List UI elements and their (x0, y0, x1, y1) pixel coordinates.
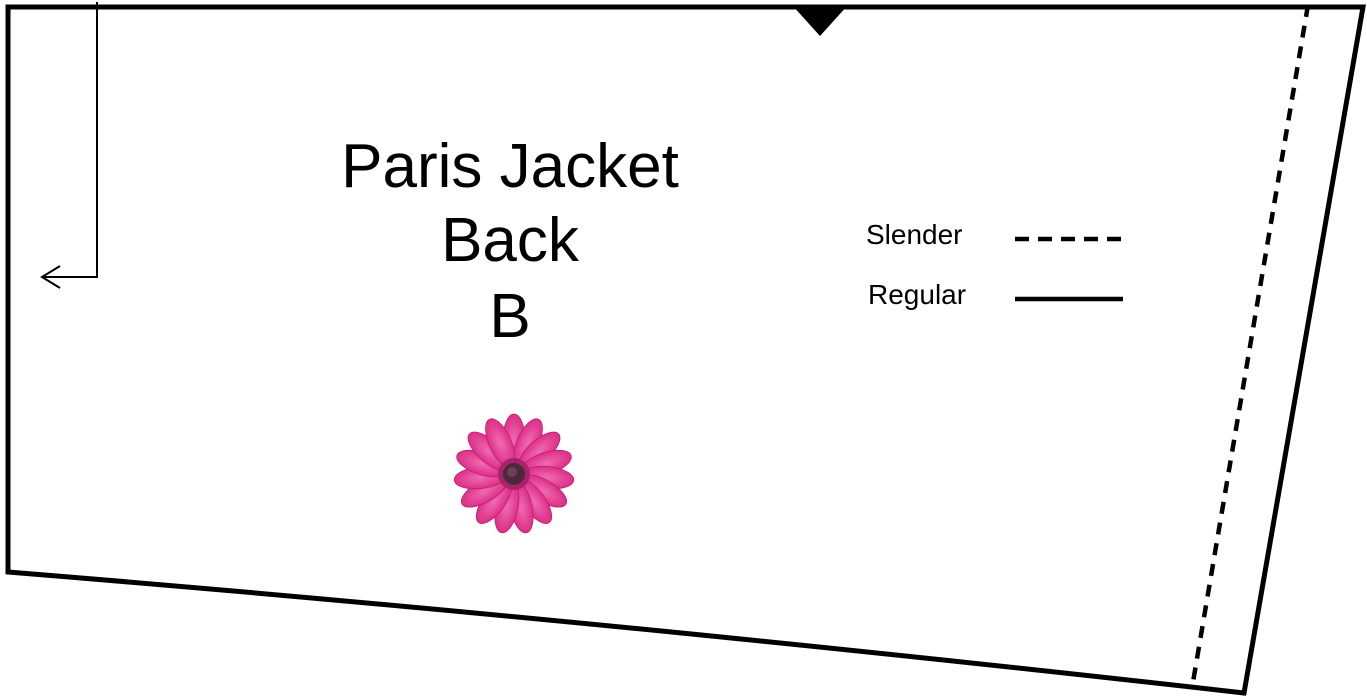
left-arrow-icon (40, 2, 98, 289)
notch-icon (792, 5, 848, 36)
flower-icon (453, 413, 575, 534)
legend-label-slender: Slender (866, 219, 963, 250)
slender-cut-line (1189, 4, 1311, 689)
legend-label-regular: Regular (868, 279, 967, 310)
pattern-letter: B (489, 282, 531, 351)
pattern-subtitle: Back (441, 206, 579, 275)
pattern-title: Paris Jacket (341, 132, 679, 201)
pattern-outline (5, 4, 1366, 696)
